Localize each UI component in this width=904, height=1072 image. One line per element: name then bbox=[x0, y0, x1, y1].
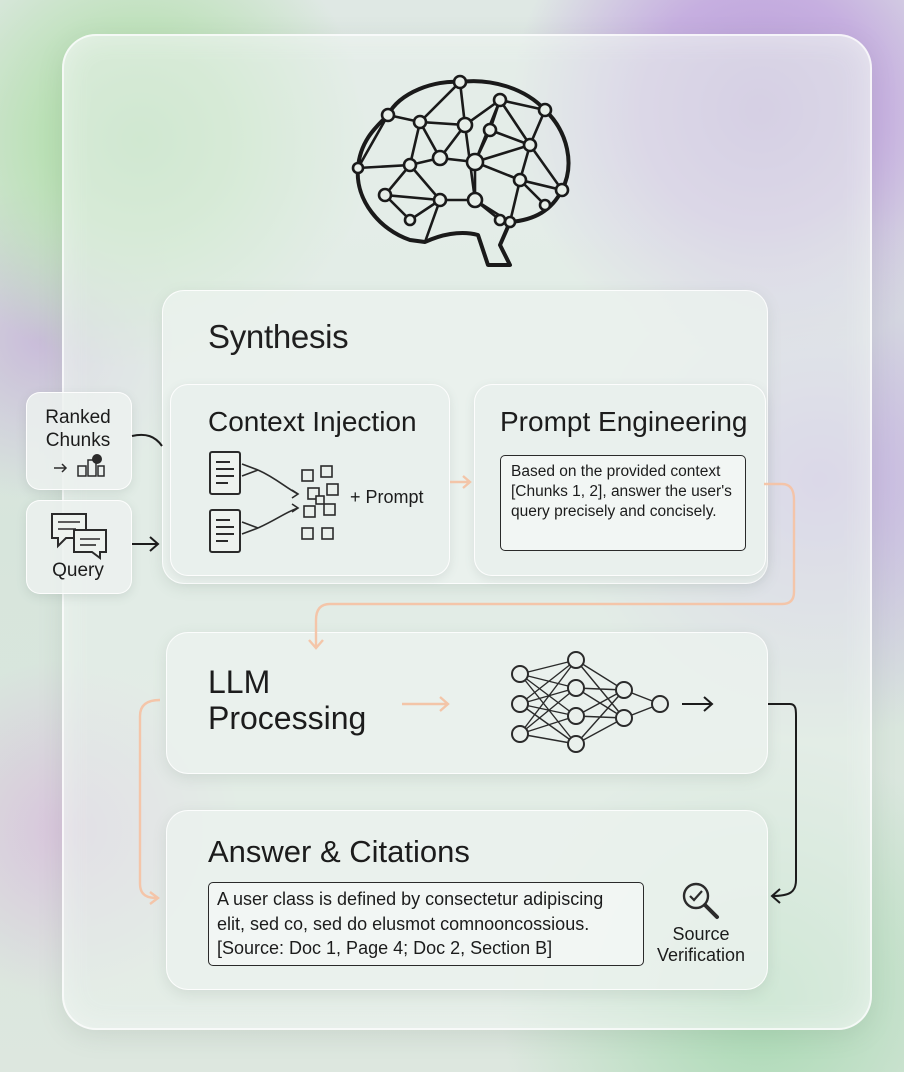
ranked-chunks-arrow bbox=[131, 433, 163, 447]
answer-text-line-1: A user class is defined by consectetur a… bbox=[217, 889, 604, 909]
answer-text-line-2: elit, sed co, sed do elusmot comnooncoss… bbox=[217, 913, 590, 934]
llm-processing-card bbox=[166, 632, 768, 774]
source-verification-label: Source Verification bbox=[656, 924, 746, 965]
answer-text-box: A user class is defined by consectetur a… bbox=[208, 882, 644, 966]
synthesis-title: Synthesis bbox=[208, 318, 349, 355]
prompt-text: Based on the provided context [Chunks 1,… bbox=[511, 463, 732, 520]
brain-network-icon bbox=[351, 74, 571, 267]
chat-bubbles-icon bbox=[51, 513, 107, 560]
ranked-chunks-label: Ranked Chunks bbox=[45, 407, 111, 451]
ranked-chunks-icon bbox=[54, 454, 105, 477]
context-injection-graphic bbox=[209, 451, 339, 553]
llm-output-arrow bbox=[682, 696, 714, 712]
llm-processing-title: LLM Processing bbox=[208, 664, 367, 736]
chunk-grid-icon bbox=[301, 465, 339, 540]
prompt-engineering-title: Prompt Engineering bbox=[500, 406, 748, 437]
llm-to-answer-arrow bbox=[138, 698, 161, 905]
plus-prompt-label: + Prompt bbox=[350, 487, 424, 507]
neural-network-icon bbox=[511, 651, 669, 753]
llm-internal-arrow bbox=[402, 696, 450, 712]
answer-text-line-3: [Source: Doc 1, Page 4; Doc 2, Section B… bbox=[217, 938, 553, 958]
document-icon bbox=[209, 451, 241, 553]
ranked-chunks-card bbox=[26, 392, 132, 490]
query-label: Query bbox=[52, 560, 104, 581]
context-injection-title: Context Injection bbox=[208, 406, 417, 437]
prompt-to-llm-arrow bbox=[308, 482, 796, 650]
answer-title: Answer & Citations bbox=[208, 834, 470, 869]
context-to-prompt-arrow bbox=[450, 475, 472, 489]
prompt-text-box: Based on the provided context [Chunks 1,… bbox=[500, 455, 746, 551]
magnifier-check-icon bbox=[682, 882, 719, 919]
query-arrow bbox=[132, 536, 160, 552]
llm-to-verification-arrow bbox=[768, 703, 797, 904]
